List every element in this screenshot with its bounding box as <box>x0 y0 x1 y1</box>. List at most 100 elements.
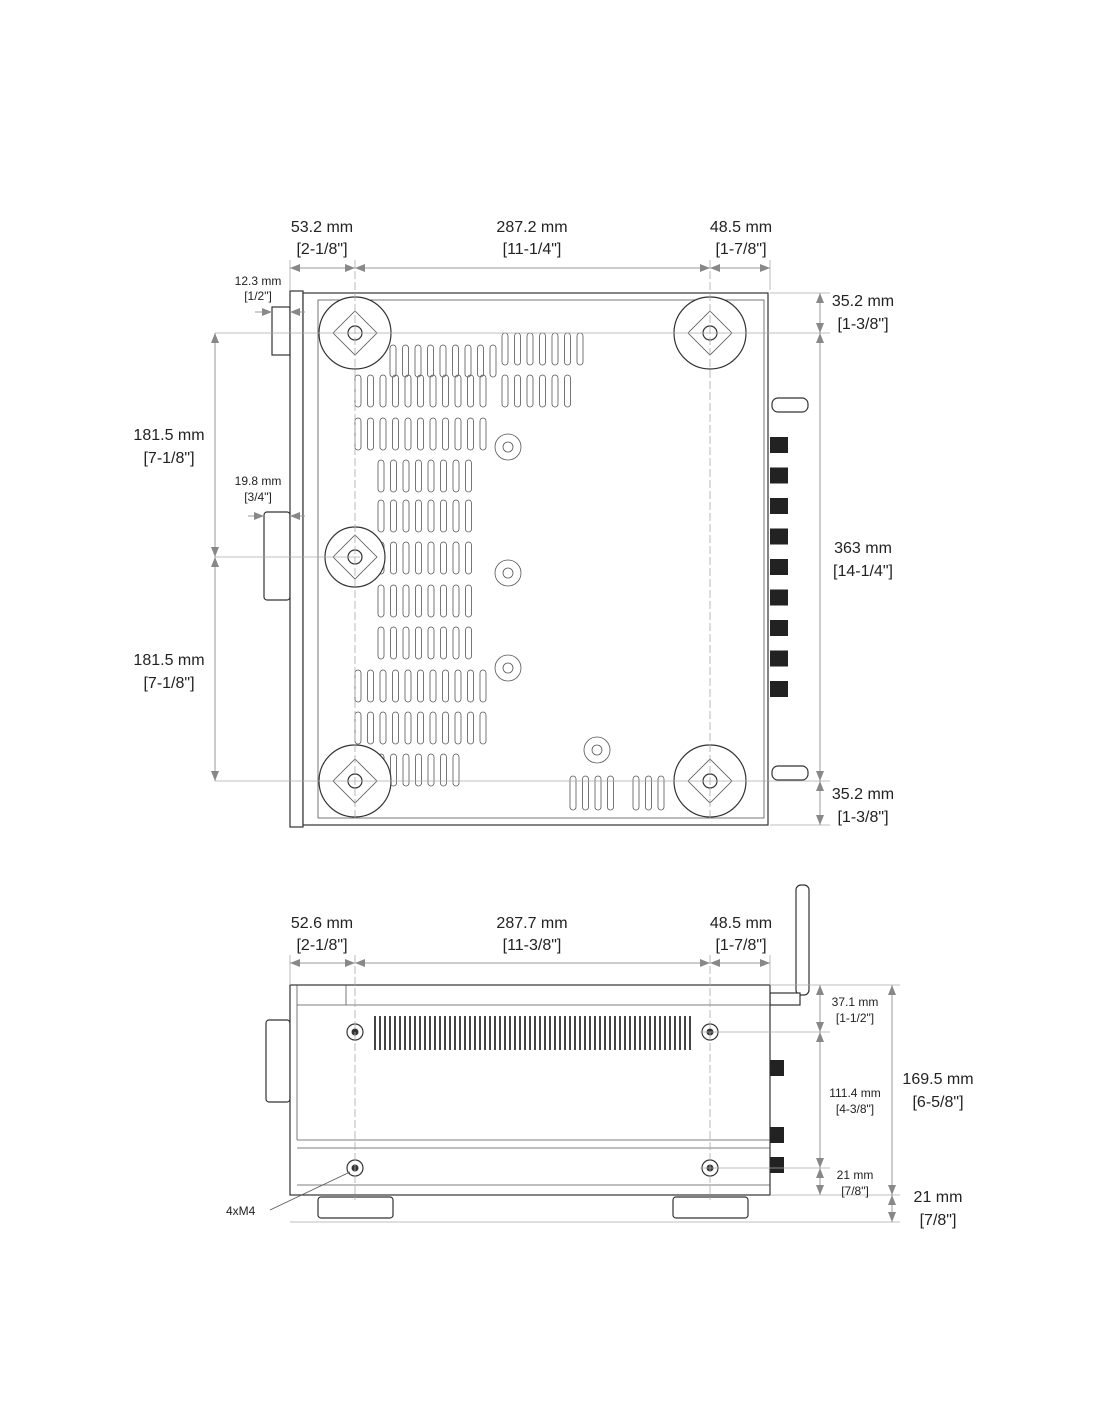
side-vent-slot <box>669 1016 671 1050</box>
vent-slot <box>427 459 435 493</box>
vent-slot <box>539 374 546 408</box>
side-vent-slot <box>509 1016 511 1050</box>
vent-slot <box>429 374 437 408</box>
vent-slot <box>377 626 385 660</box>
vent-slot <box>404 669 412 703</box>
vent-slot <box>467 669 474 703</box>
side-vent-slot <box>554 1016 556 1050</box>
vent-slot <box>551 374 559 408</box>
small-knob <box>271 306 291 356</box>
side-vent-slot <box>464 1016 466 1050</box>
vent-slot <box>501 374 509 408</box>
side-vent-slot <box>624 1016 626 1050</box>
vent-slot <box>402 459 410 493</box>
dim-top-screw-in: [1-1/2"] <box>836 1011 874 1025</box>
side-knob <box>265 1019 291 1103</box>
vent-slot <box>440 499 447 533</box>
dim-depth-mm: 363 mm <box>834 540 892 557</box>
vent-slot <box>427 499 435 533</box>
side-vent-slot <box>529 1016 531 1050</box>
side-vent-slot <box>644 1016 646 1050</box>
vent-slot <box>354 417 362 451</box>
vent-slot <box>465 626 472 660</box>
vent-slot <box>442 669 449 703</box>
dim-small-knob-mm: 12.3 mm <box>235 274 282 288</box>
vent-slot <box>454 711 462 745</box>
vent-slot <box>404 374 412 408</box>
side-vent-slot <box>484 1016 486 1050</box>
binding-post-icon <box>770 650 788 667</box>
side-vent-slot <box>639 1016 641 1050</box>
vent-slot <box>404 417 412 451</box>
vent-slot <box>465 459 472 493</box>
side-vent-slot <box>534 1016 536 1050</box>
side-dim-left-offset-in: [2-1/8"] <box>296 937 347 954</box>
side-vents <box>374 1016 691 1050</box>
vent-slot <box>452 459 460 493</box>
dim-feet-mm: 21 mm <box>914 1189 963 1206</box>
side-connectors <box>770 1060 784 1173</box>
vent-slot <box>367 669 374 703</box>
vent-slot <box>429 711 437 745</box>
dim-bottom-screw-mm: 21 mm <box>837 1168 874 1182</box>
side-vent-slot <box>619 1016 621 1050</box>
vent-slot <box>427 584 435 618</box>
vent-slot <box>417 669 424 703</box>
side-vent-slot <box>489 1016 491 1050</box>
side-vent-slot <box>469 1016 471 1050</box>
binding-post-icon <box>770 528 788 545</box>
vent-slot <box>404 711 412 745</box>
side-vent-slot <box>519 1016 521 1050</box>
vent-slot <box>379 669 387 703</box>
vent-slot <box>442 374 449 408</box>
dim-upper-half-in: [7-1/8"] <box>143 450 194 467</box>
mount-boss-center <box>502 567 514 579</box>
side-connector-icon <box>770 1157 784 1173</box>
dim-bottom-screw-in: [7/8"] <box>841 1184 869 1198</box>
side-vent-slot <box>684 1016 686 1050</box>
top-view: 53.2 mm [2-1/8"] 287.2 mm [11-1/4"] 48.5… <box>133 219 894 828</box>
vent-slot <box>514 374 521 408</box>
vent-slot <box>377 459 385 493</box>
side-vent-slot <box>404 1016 406 1050</box>
vent-slot <box>417 374 424 408</box>
side-vent-slot <box>499 1016 501 1050</box>
side-connector-icon <box>770 1060 784 1076</box>
vent-slot <box>390 753 397 787</box>
dim-lower-half-in: [7-1/8"] <box>143 675 194 692</box>
mount-boss-center <box>502 662 514 674</box>
binding-post-icon <box>770 498 788 514</box>
vent-slot <box>489 344 497 378</box>
side-dim-center-span-in: [11-3/8"] <box>503 937 562 954</box>
vent-slot <box>582 775 589 811</box>
vent-slot <box>392 417 399 451</box>
dim-height-in: [6-5/8"] <box>912 1094 963 1111</box>
vent-slot <box>526 374 534 408</box>
binding-post-icon <box>770 559 788 575</box>
vent-slot <box>442 417 449 451</box>
foot-front <box>317 1196 394 1219</box>
vent-slot <box>415 459 422 493</box>
antenna-connector-icon <box>771 765 809 781</box>
dim-height-mm: 169.5 mm <box>902 1071 973 1088</box>
dim-screw-span-mm: 111.4 mm <box>829 1086 881 1100</box>
dim-bottom-margin-in: [1-3/8"] <box>837 809 888 826</box>
side-vent-slot <box>584 1016 586 1050</box>
side-vent-slot <box>564 1016 566 1050</box>
side-vent-slot <box>539 1016 541 1050</box>
vent-slot <box>440 626 447 660</box>
vent-slot <box>429 417 437 451</box>
vent-slot <box>402 626 410 660</box>
side-vent-slot <box>654 1016 656 1050</box>
side-vent-slot <box>414 1016 416 1050</box>
vent-slot <box>467 417 474 451</box>
side-dim-right-offset-in: [1-7/8"] <box>715 937 766 954</box>
vent-slot <box>392 669 399 703</box>
side-dim-left-offset-mm: 52.6 mm <box>291 915 353 932</box>
vent-slot <box>452 753 460 787</box>
side-vent-slot <box>574 1016 576 1050</box>
vent-slot <box>392 711 399 745</box>
front-panel <box>289 290 304 828</box>
dim-upper-half-mm: 181.5 mm <box>133 427 204 444</box>
